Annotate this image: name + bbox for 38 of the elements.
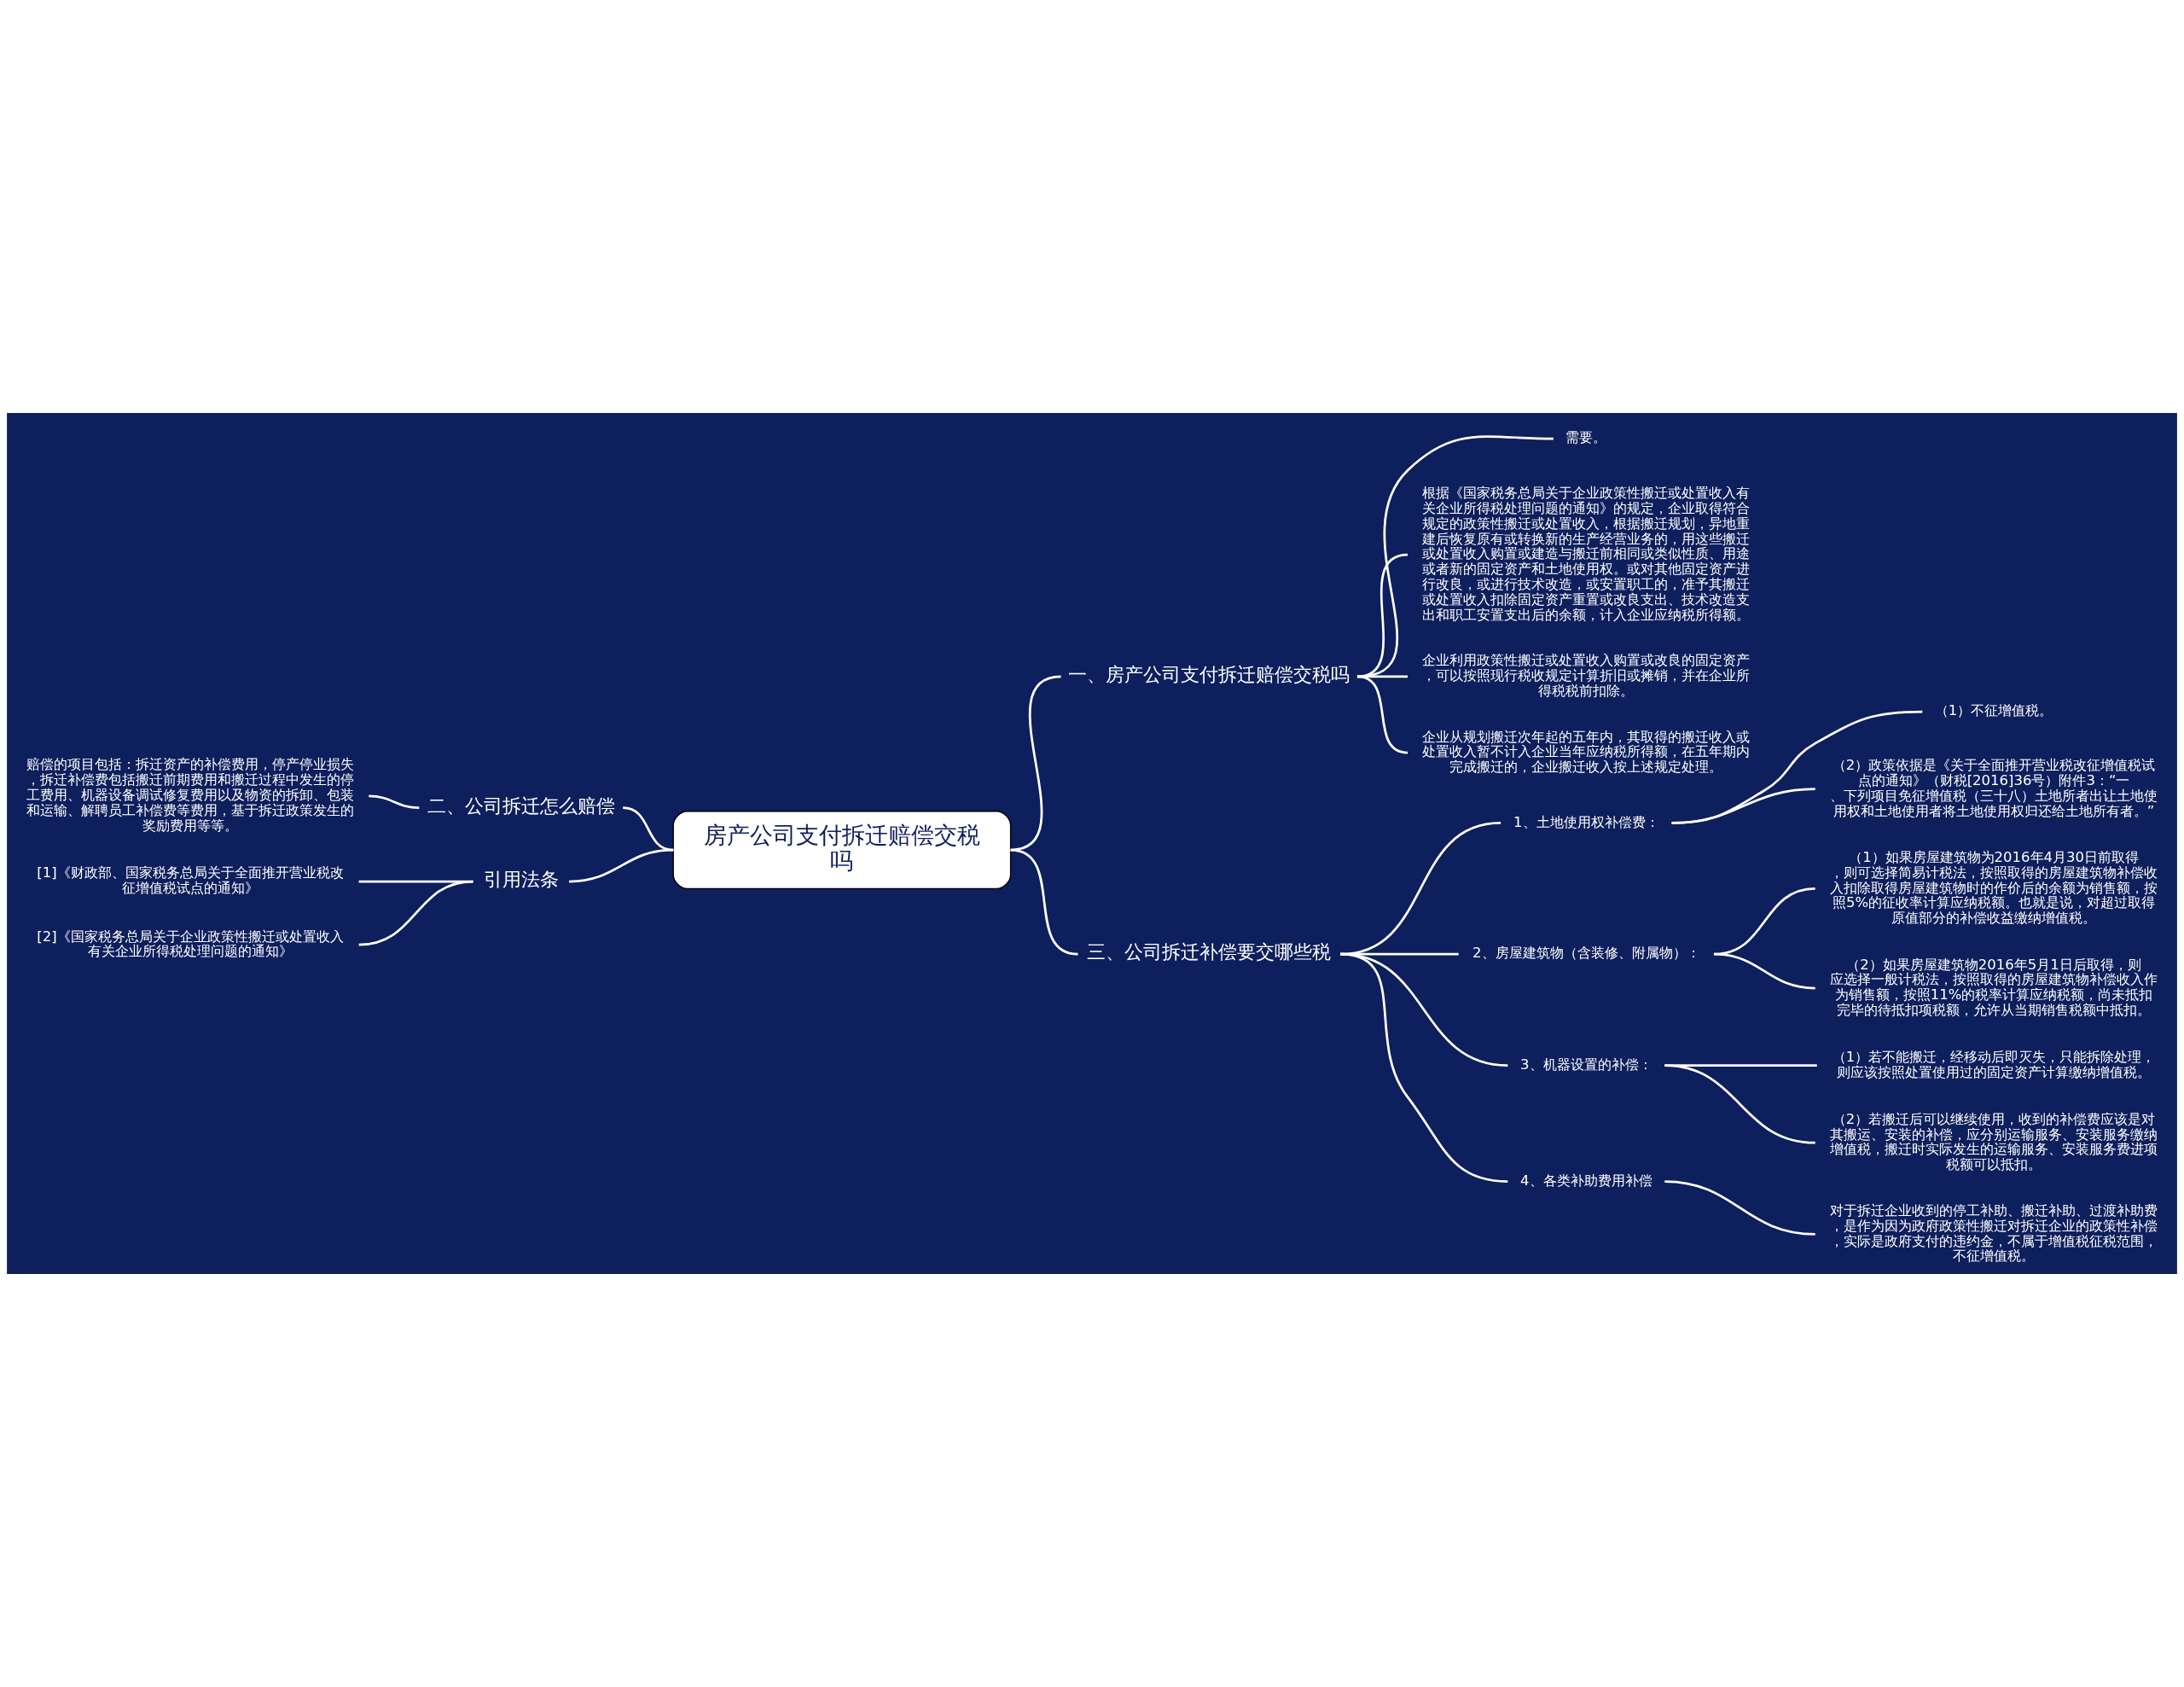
- node-text: 2、房屋建筑物（含装修、附属物）：: [1472, 945, 1700, 962]
- node-text: [2]《国家税务总局关于企业政策性搬迁或处置收入有关企业所得税处理问题的通知》: [37, 928, 344, 960]
- connector: [358, 880, 473, 946]
- node-text: （2）如果房屋建筑物2016年5月1日后取得，则应选择一般计税法，按照取得的房屋建筑物补偿收入作为销售额，按照11%的税率计算应纳税额，尚未抵扣完毕的待抵扣项税额，允许从当期销售税额中抵扣。: [1830, 956, 2158, 1019]
- node-text: 需要。: [1565, 429, 1607, 446]
- node-text: [1]《财政部、国家税务总局关于全面推开营业税改征增值税试点的通知》: [37, 864, 344, 897]
- node-text: （1）如果房屋建筑物为2016年4月30日前取得，则可选择简易计税法，按照取得的房屋建筑物补偿收入扣除取得房屋建筑物时的作价后的余额为销售额，按照5%的征收率计算应纳税额。也就是说，对超过取得原值部分的补偿收益缴纳增值税。: [1830, 848, 2158, 927]
- connector: [1664, 1064, 1815, 1144]
- connector: [568, 848, 674, 883]
- node-text: 3、机器设置的补偿：: [1520, 1056, 1653, 1073]
- connector: [1671, 710, 1923, 824]
- connector: [1664, 1180, 1815, 1236]
- connector: [623, 806, 674, 852]
- node-text: （2）若搬迁后可以继续使用，收到的补偿费应该是对其搬运、安装的补偿，应分别运输服务、安装服务缴纳增值税，搬迁时实际发生的运输服务、安装服务费进项税额可以抵扣。: [1830, 1110, 2158, 1173]
- node-text: 三、公司拆迁补偿要交哪些税: [1087, 941, 1332, 963]
- node-text: 企业从规划搬迁次年起的五年内，其取得的搬迁收入或处置收入暂不计入企业当年应纳税所得额，在五年期内完成搬迁的，企业搬迁收入按上述规定处理。: [1422, 728, 1751, 776]
- node-text: 根据《国家税务总局关于企业政策性搬迁或处置收入有关企业所得税处理问题的通知》的规定，企业取得符合规定的政策性搬迁或处置收入，根据搬迁规划，异地重建后恢复原有或转换新的生产经营业务的，用这些搬迁或处置收入购置或建造与搬迁前相同或类似性质、用途或者新的固定资产和土地使用权。或对其他固定资产进行改良，或进行技术改造，或安置职工的，准予其搬迁或处置收入扣除固定资产重置或改良支出、技术改造支出和职工安置支出后的余额，计入企业应纳税所得额。: [1422, 484, 1751, 623]
- connector: [1356, 553, 1409, 678]
- connector: [1713, 952, 1815, 990]
- node-text: 一、房产公司支付拆迁赔偿交税吗: [1068, 664, 1350, 686]
- node-text: 4、各类补助费用补偿: [1520, 1172, 1653, 1189]
- node-text: （1）若不能搬迁，经移动后即灭失，只能拆除处理，则应该按照处置使用过的固定资产计算缴纳增值税。: [1832, 1048, 2156, 1080]
- node-text: 引用法条: [483, 869, 559, 891]
- node-text: （2）政策依据是《关于全面推开营业税改征增值税试点的通知》（财税[2016]36号）附件3：“一、下列项目免征增值税（三十八）土地所者出让土地使用权和土地使用者将土地使用权归还给土地所有者。”: [1830, 757, 2158, 819]
- connector: [1339, 952, 1508, 1183]
- node-text: 赔偿的项目包括：拆迁资产的补偿费用，停产停业损失，拆迁补偿费包括搬迁前期费用和搬迁过程中发生的停工费用、机器设备调试修复费用以及物资的拆卸、包装和运输、解聘员工补偿费等费用，基于拆迁政策发生的奖励费用等等。: [26, 756, 354, 834]
- node-box: 房产公司支付拆迁赔偿交税吗: [672, 811, 1012, 890]
- node-text: 企业利用政策性搬迁或处置收入购置或改良的固定资产，可以按照现行税收规定计算折旧或摊销，并在企业所得税税前扣除。: [1422, 652, 1751, 699]
- node-text: 对于拆迁企业收到的停工补助、搬迁补助、过渡补助费，是作为因为政府政策性搬迁对拆迁企业的政策性补偿，实际是政府支付的违约金，不属于增值税征税范围，不征增值税。: [1830, 1201, 2158, 1265]
- connector: [1356, 435, 1554, 678]
- connector: [1671, 788, 1815, 824]
- node-text: 1、土地使用权补偿费：: [1513, 813, 1659, 830]
- node-text: 二、公司拆迁怎么赔偿: [427, 794, 615, 817]
- connector: [1010, 675, 1061, 852]
- connector: [1356, 675, 1409, 754]
- connector: [369, 794, 420, 809]
- connector: [1010, 848, 1078, 956]
- node-text: （1）不征增值税。: [1934, 702, 2053, 719]
